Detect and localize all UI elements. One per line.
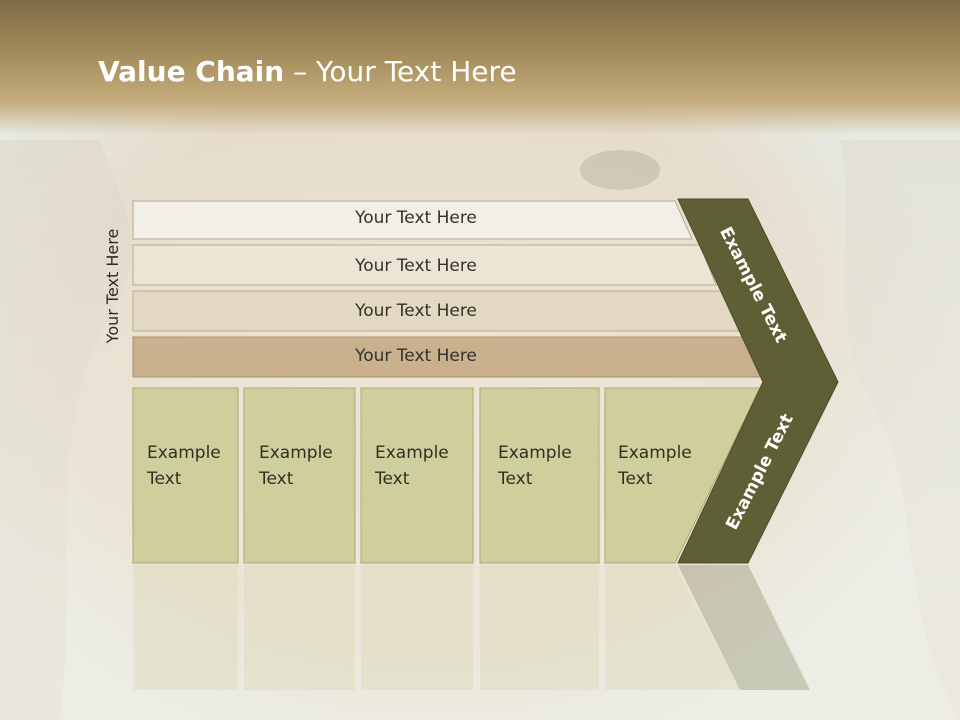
box-1: [132, 387, 239, 564]
box-label-2-line2: Text: [259, 469, 294, 489]
box-4: [479, 387, 600, 564]
row-bar-2: [132, 244, 717, 286]
row-label-2: Your Text Here: [355, 256, 477, 276]
box-label-5-line2: Text: [618, 469, 653, 489]
box-3: [360, 387, 474, 564]
slide-title: Value Chain – Your Text Here: [98, 55, 517, 88]
box-label-2-line1: Example: [259, 443, 333, 463]
reflection: [133, 565, 810, 690]
row-label-4: Your Text Here: [355, 346, 477, 366]
box-label-1-line1: Example: [147, 443, 221, 463]
box-5: [604, 387, 761, 564]
box-label-3-line2: Text: [375, 469, 410, 489]
box-2: [243, 387, 356, 564]
box-label-5-line1: Example: [618, 443, 692, 463]
box-label-4-line1: Example: [498, 443, 572, 463]
box-label-1-line2: Text: [147, 469, 182, 489]
chevron-arrow: [677, 198, 839, 564]
box-label-3-line1: Example: [375, 443, 449, 463]
row-bar-1: [132, 200, 693, 240]
title-bold: Value Chain: [98, 55, 285, 88]
box-label-4-line2: Text: [498, 469, 533, 489]
row-label-1: Your Text Here: [355, 208, 477, 228]
row-label-3: Your Text Here: [355, 301, 477, 321]
title-rest: – Your Text Here: [284, 55, 517, 88]
header-band: [0, 0, 960, 135]
